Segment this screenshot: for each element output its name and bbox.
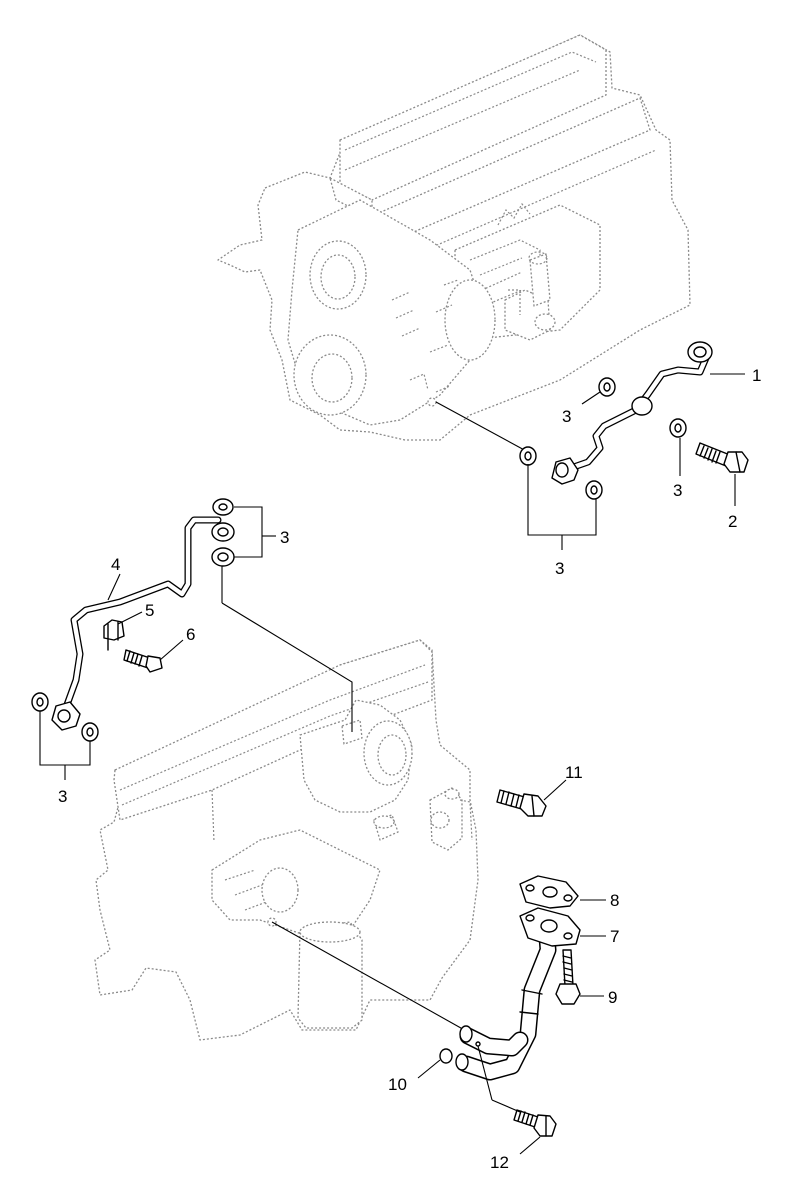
callout-7: 7 (610, 927, 619, 946)
left-callouts: 3 4 5 6 3 (39, 506, 289, 806)
washer-3-lower-right (585, 480, 603, 500)
callout-3-lower-bracket: 3 (555, 559, 564, 578)
callout-5: 5 (145, 601, 154, 620)
washer-3-left-bottom (211, 547, 235, 567)
banjo-bolt-2 (695, 442, 749, 473)
callout-3-upper-right: 3 (673, 481, 682, 500)
upper-oil-pipe-assembly (435, 341, 749, 500)
o-ring-10 (439, 1048, 453, 1064)
callout-12: 12 (490, 1153, 509, 1172)
bolt-6 (123, 649, 163, 673)
callout-9: 9 (608, 988, 617, 1007)
upper-engine-block (217, 34, 691, 441)
callout-11: 11 (565, 763, 583, 782)
clamp-5 (103, 619, 125, 651)
pipe-end-fitting-middle (631, 396, 653, 416)
callout-3-upper-left: 3 (562, 407, 571, 426)
callout-6: 6 (186, 625, 195, 644)
callout-8: 8 (610, 891, 619, 910)
lower-engine-block (94, 639, 479, 1041)
oil-feed-pipe (561, 354, 710, 474)
washer-3-left-top (212, 498, 234, 516)
drain-pipe-7 (457, 907, 581, 1081)
upper-callouts: 1 3 3 2 3 (527, 366, 761, 578)
leader-upper-engine-port (435, 401, 529, 453)
turbo-callouts: 11 8 7 9 10 12 (388, 763, 619, 1172)
callout-4: 4 (111, 555, 120, 574)
oil-return-pipe (60, 516, 222, 717)
left-oil-pipe-assembly (31, 498, 353, 742)
bolt-12 (513, 1109, 557, 1137)
callout-3-left-stack: 3 (280, 528, 289, 547)
gasket-8 (519, 875, 579, 909)
turbo-drain-assembly (271, 789, 581, 1137)
callout-3-far-left-bracket: 3 (58, 787, 67, 806)
washer-3-left-middle (211, 522, 235, 542)
callout-2: 2 (728, 512, 737, 531)
bolt-11 (496, 789, 547, 817)
callout-10: 10 (388, 1075, 407, 1094)
washer-3-upper-left (598, 377, 616, 397)
washer-3-upper-right (669, 418, 687, 438)
leader-drain-port (271, 921, 469, 1033)
drain-pipe-lower-tube (455, 1025, 529, 1071)
callout-1: 1 (752, 366, 761, 385)
washer-3-far-left-top (31, 692, 49, 712)
washer-3-far-left-bottom (81, 722, 99, 742)
washer-3-lower-left (519, 446, 537, 466)
bolt-9 (555, 949, 581, 1005)
